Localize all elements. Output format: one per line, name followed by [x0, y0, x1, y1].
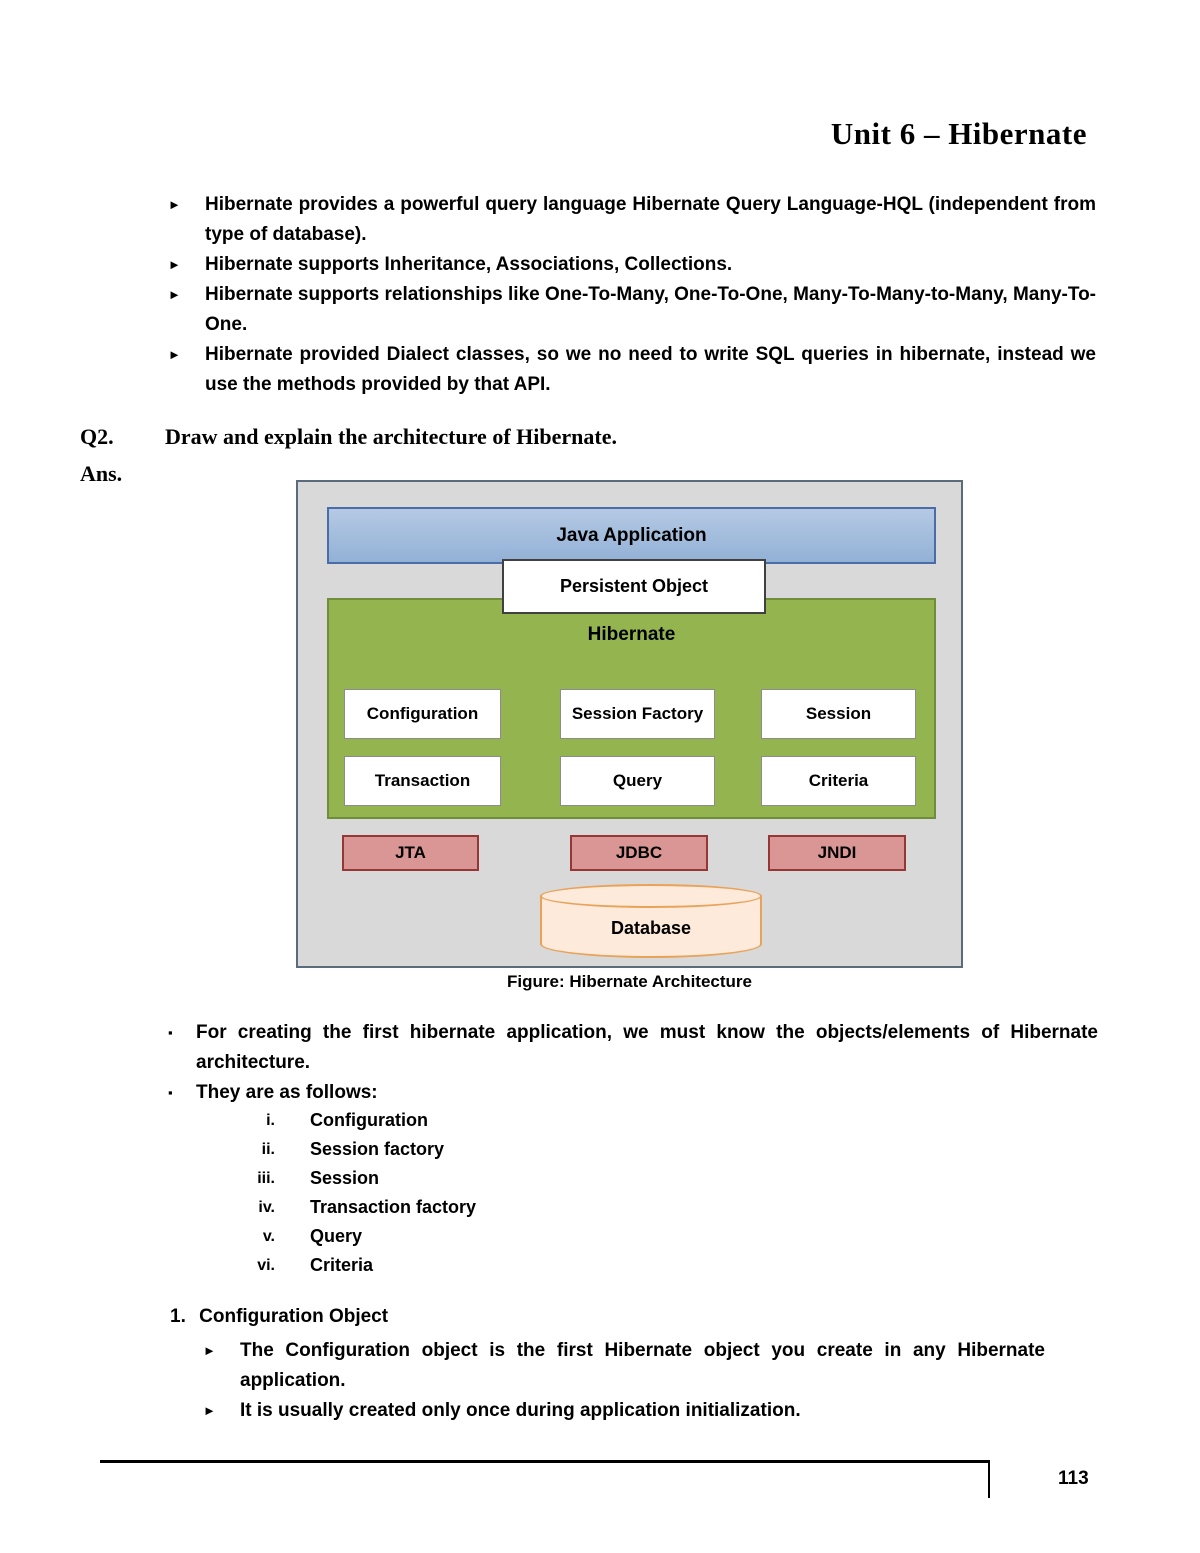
- section-number: 1.: [170, 1306, 186, 1327]
- list-item-label: Configuration: [310, 1110, 428, 1130]
- list-item-number: iii.: [257, 1170, 275, 1187]
- bullet-text: Hibernate provided Dialect classes, so w…: [205, 344, 1096, 395]
- list-item: v. Query: [230, 1222, 650, 1251]
- persistent-object-box: Persistent Object: [502, 559, 766, 614]
- page-title: Unit 6 – Hibernate: [830, 116, 1087, 151]
- bullet-text: Hibernate supports Inheritance, Associat…: [205, 254, 733, 275]
- list-item-label: Query: [310, 1226, 363, 1246]
- section-bullet-list: ► The Configuration object is the first …: [203, 1336, 1045, 1426]
- component-box-session: Session: [761, 689, 916, 739]
- question-number: Q2.: [80, 424, 114, 449]
- footer-rule: [100, 1460, 990, 1463]
- list-item: ▪ They are as follows:: [168, 1078, 1098, 1108]
- notes-bullet-list: ▪ For creating the first hibernate appli…: [168, 1018, 1098, 1108]
- question-text: Draw and explain the architecture of Hib…: [165, 424, 617, 449]
- section-title: Configuration Object: [199, 1306, 389, 1327]
- page-number: 113: [1058, 1468, 1089, 1489]
- list-item-label: Session factory: [310, 1139, 445, 1159]
- list-item-number: vi.: [257, 1257, 275, 1274]
- bullet-text: Hibernate supports relationships like On…: [205, 284, 1096, 335]
- middleware-box-jdbc: JDBC: [570, 835, 708, 871]
- list-item-label: Criteria: [310, 1255, 374, 1275]
- question-heading: Q2. Draw and explain the architecture of…: [80, 424, 1100, 450]
- figure-caption: Figure: Hibernate Architecture: [507, 972, 752, 991]
- list-item-number: iv.: [258, 1199, 275, 1216]
- bullet-text: They are as follows:: [196, 1082, 378, 1103]
- database-label: Database: [610, 918, 692, 938]
- list-item-number: ii.: [261, 1141, 275, 1158]
- component-box-transaction: Transaction: [344, 756, 501, 806]
- bullet-text: For creating the first hibernate applica…: [196, 1022, 1098, 1073]
- bullet-text: The Configuration object is the first Hi…: [240, 1340, 1045, 1391]
- component-box-query: Query: [560, 756, 715, 806]
- arrow-bullet-icon: ►: [168, 257, 181, 272]
- intro-bullet-list: ► Hibernate provides a powerful query la…: [168, 190, 1096, 400]
- bullet-text: It is usually created only once during a…: [240, 1400, 801, 1421]
- list-item: ► Hibernate supports relationships like …: [168, 280, 1096, 340]
- list-item: vi. Criteria: [230, 1251, 650, 1280]
- section-heading: 1. Configuration Object: [170, 1306, 388, 1328]
- square-bullet-icon: ▪: [168, 1085, 173, 1100]
- database-cylinder-top: [540, 884, 762, 908]
- arrow-bullet-icon: ►: [168, 197, 181, 212]
- list-item-number: v.: [262, 1228, 275, 1245]
- list-item: ► Hibernate provided Dialect classes, so…: [168, 340, 1096, 400]
- list-item: ► The Configuration object is the first …: [203, 1336, 1045, 1396]
- list-item: ▪ For creating the first hibernate appli…: [168, 1018, 1098, 1078]
- square-bullet-icon: ▪: [168, 1025, 173, 1040]
- hibernate-box-title: Hibernate: [587, 624, 676, 645]
- list-item-number: i.: [266, 1112, 275, 1129]
- elements-ordered-list: i. Configuration ii. Session factory iii…: [230, 1106, 650, 1280]
- hibernate-architecture-diagram: Java Application Hibernate Configuration…: [296, 480, 963, 968]
- list-item: iii. Session: [230, 1164, 650, 1193]
- component-box-configuration: Configuration: [344, 689, 501, 739]
- list-item: i. Configuration: [230, 1106, 650, 1135]
- footer-rule-tick: [988, 1460, 990, 1498]
- answer-label: Ans.: [80, 461, 123, 486]
- bullet-text: Hibernate provides a powerful query lang…: [205, 194, 1096, 245]
- list-item-label: Transaction factory: [310, 1197, 477, 1217]
- arrow-bullet-icon: ►: [168, 287, 181, 302]
- list-item: ii. Session factory: [230, 1135, 650, 1164]
- list-item: ► It is usually created only once during…: [203, 1396, 1045, 1426]
- list-item: ► Hibernate provides a powerful query la…: [168, 190, 1096, 250]
- middleware-box-jta: JTA: [342, 835, 479, 871]
- arrow-bullet-icon: ►: [203, 1403, 216, 1418]
- component-box-session-factory: Session Factory: [560, 689, 715, 739]
- hibernate-box: Hibernate Configuration Session Factory …: [327, 598, 936, 819]
- arrow-bullet-icon: ►: [203, 1343, 216, 1358]
- middleware-box-jndi: JNDI: [768, 835, 906, 871]
- list-item: ► Hibernate supports Inheritance, Associ…: [168, 250, 1096, 280]
- list-item: iv. Transaction factory: [230, 1193, 650, 1222]
- component-box-criteria: Criteria: [761, 756, 916, 806]
- java-application-box: Java Application: [327, 507, 936, 564]
- database-cylinder: Database: [540, 884, 762, 958]
- list-item-label: Session: [310, 1168, 380, 1188]
- arrow-bullet-icon: ►: [168, 347, 181, 362]
